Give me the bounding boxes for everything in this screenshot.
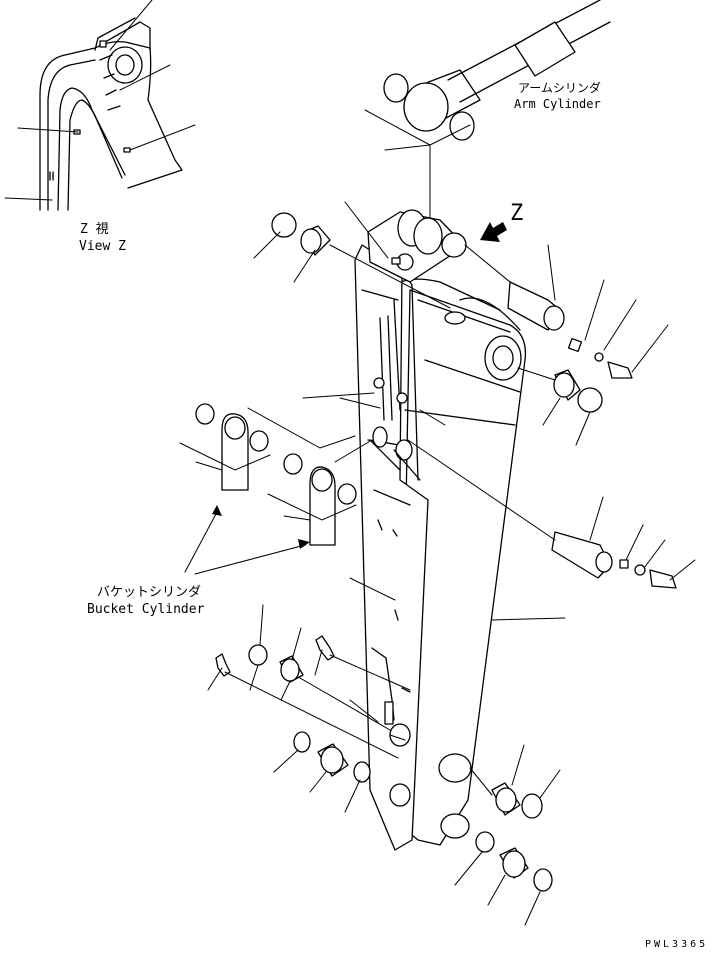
arm-bore-tip [440, 813, 470, 839]
bucket-cylinder-en-label: Bucket Cylinder [87, 602, 205, 617]
top-bushings [253, 212, 451, 309]
arm-cylinder [364, 0, 611, 241]
lower-left-parts [207, 604, 411, 813]
arm-cylinder-washer-left [383, 73, 409, 103]
top-pin-group [464, 244, 669, 379]
arm-cylinder-jp-label: アームシリンダ [518, 80, 601, 95]
drawing-number: PWL3365 [645, 939, 708, 950]
view-z-jp-label: Z 視 [80, 222, 109, 237]
bucket-cylinder-jp-label: バケットシリンダ [97, 585, 201, 600]
view-z-inset [4, 0, 196, 211]
arm-body [354, 209, 527, 851]
arm-bore-lower [438, 753, 472, 783]
arm-bore-bushings [517, 367, 603, 446]
view-letter-label: Z [510, 201, 523, 226]
bucket-cylinder [179, 403, 373, 575]
view-z-arrow-icon [480, 222, 507, 242]
view-z-en-label: View Z [79, 239, 126, 254]
lower-right-bushings [454, 744, 561, 926]
arm-cylinder-washer-right [449, 111, 475, 141]
bucket-pin-group [407, 439, 696, 589]
arm-cylinder-en-label: Arm Cylinder [514, 97, 601, 111]
